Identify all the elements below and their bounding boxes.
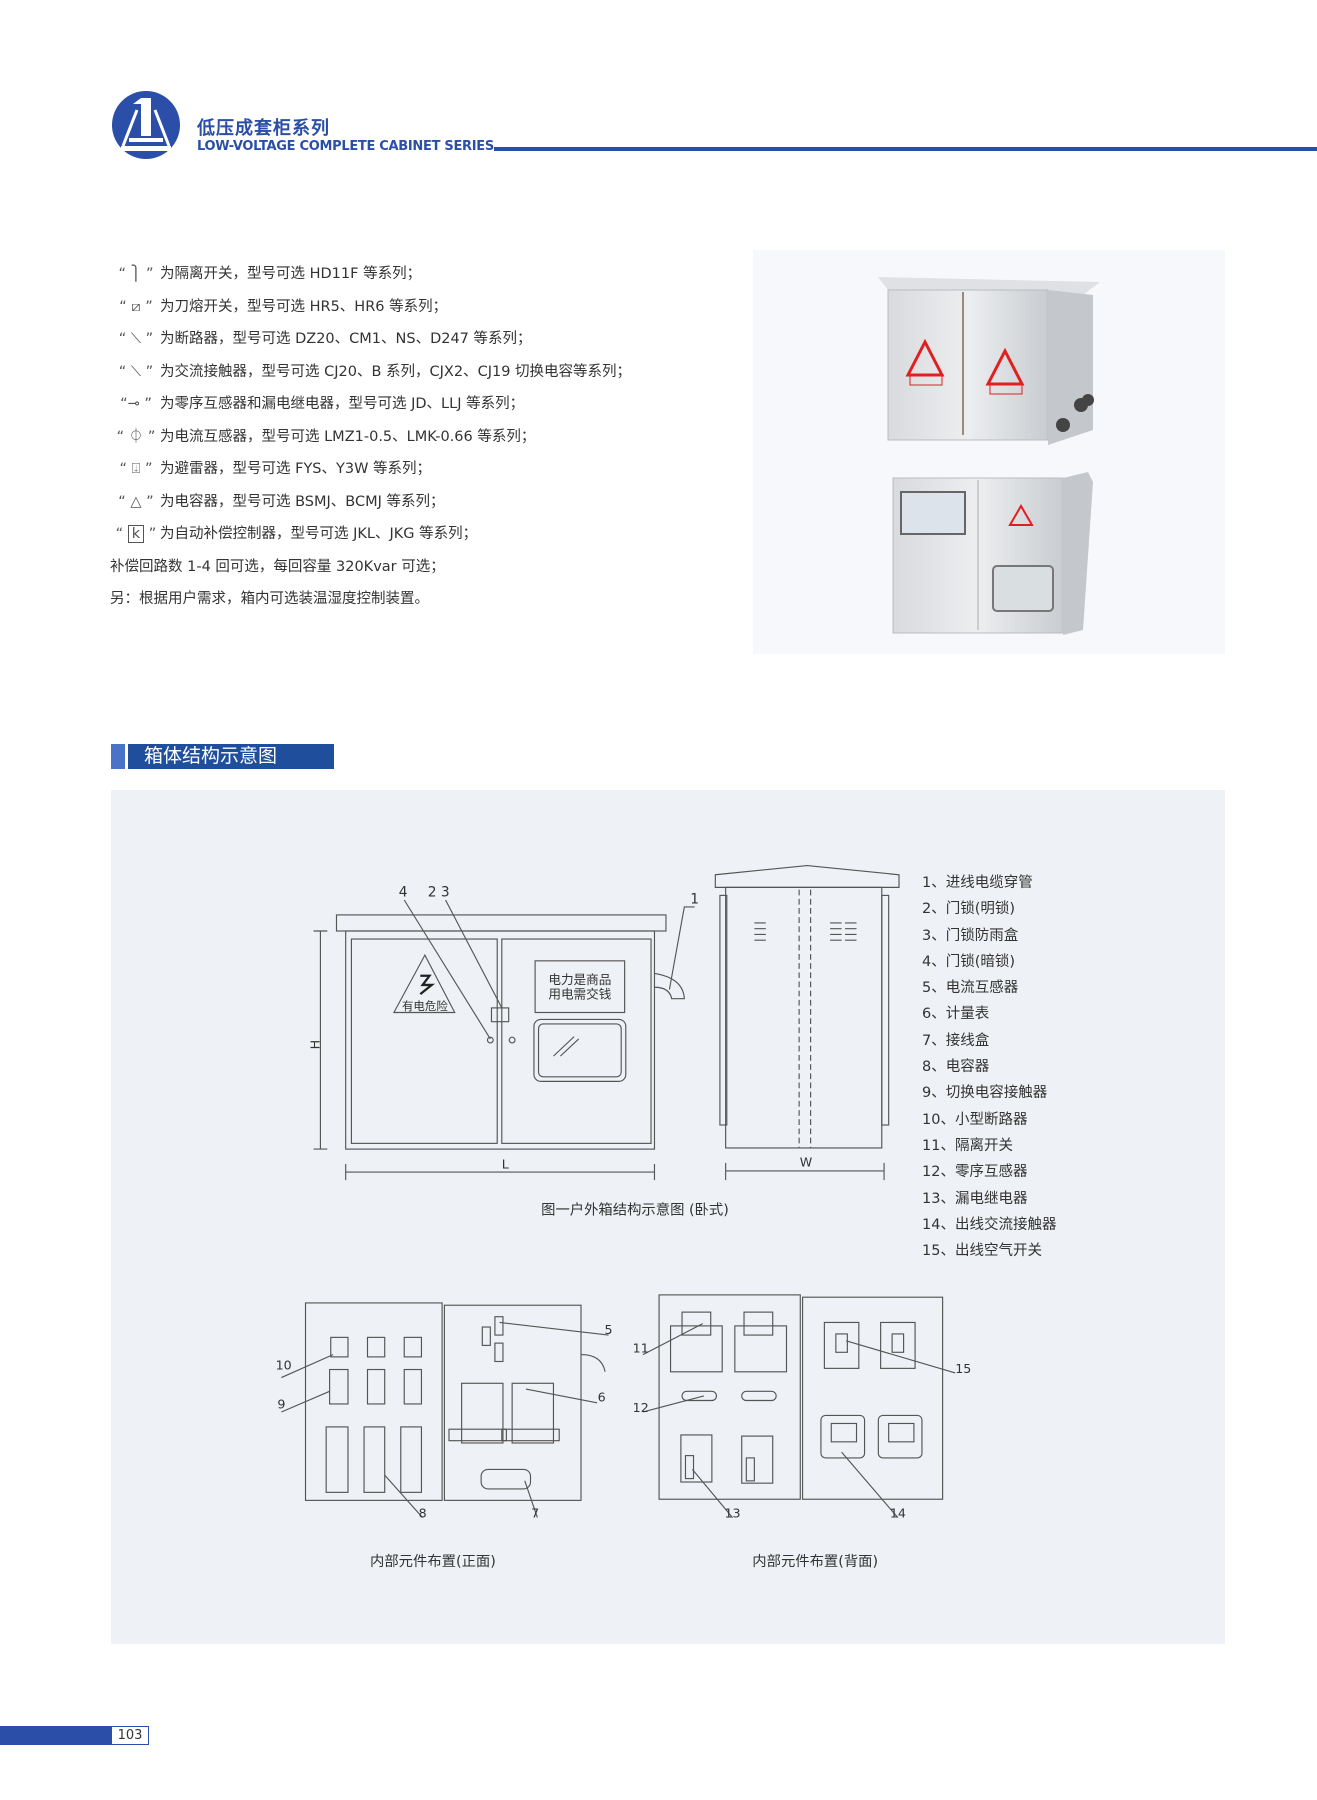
sign-line2: 用电需交钱 [548,987,611,1002]
callout-11: 11 [633,1340,649,1355]
list-item: “ △ ” 为电容器，型号可选 BSMJ、BCMJ 等系列； [112,486,631,519]
list-item: “ ⧄ ” 为刀熔开关，型号可选 HR5、HR6 等系列； [112,291,631,324]
section-heading: 箱体结构示意图 [111,744,334,769]
danger-label: 有电危险 [402,999,448,1013]
caption-front: 内部元件布置(正面) [370,1553,496,1570]
callout-12: 12 [633,1400,649,1415]
note: 另：根据用户需求，箱内可选装温湿度控制装置。 [110,591,429,607]
callout-2-3: 2 3 [428,885,450,901]
callout-1: 1 [690,891,699,907]
symbol-list: “ ⎫ ” 为隔离开关，型号可选 HD11F 等系列； “ ⧄ ” 为刀熔开关，型号… [110,258,631,616]
callout-9: 9 [277,1397,285,1412]
legend-item: 8、电容器 [922,1059,990,1076]
callout-14: 14 [890,1506,906,1521]
item-text: 为断路器，型号可选 DZ20、CM1、NS、D247 等系列； [160,331,532,347]
list-item: “ k ”为自动补偿控制器，型号可选 JKL、JKG 等系列； [112,518,631,551]
legend-item: 13、漏电继电器 [922,1190,1028,1207]
sign-line1: 电力是商品 [548,972,611,987]
isolating-switch-icon: “ ⎫ ” [118,266,154,282]
item-text: 为避雷器，型号可选 FYS、Y3W 等系列； [160,461,432,477]
header-rule [494,147,1317,151]
page-number: 103 [111,1726,149,1745]
caption-back: 内部元件布置(背面) [752,1553,878,1570]
zero-sequence-ct-icon: “⊸ ” [120,396,152,412]
legend-item: 11、隔离开关 [922,1137,1013,1154]
item-text: 为电容器，型号可选 BSMJ、BCMJ 等系列； [160,493,445,510]
footer-bar [0,1726,111,1745]
callout-15: 15 [955,1361,971,1376]
controller-label: k [127,525,145,543]
item-text: 为隔离开关，型号可选 HD11F 等系列； [160,266,422,282]
circuit-breaker-icon: “ ⟍ ” [118,331,154,347]
legend-item: 15、出线空气开关 [922,1243,1042,1260]
item-text: 为刀熔开关，型号可选 HR5、HR6 等系列； [160,298,448,315]
capacitor-icon: “ △ ” [118,493,154,510]
item-text: 为零序互感器和漏电继电器，型号可选 JD、LLJ 等系列； [160,396,525,412]
series-title-en: LOW-VOLTAGE COMPLETE CABINET SERIES [197,139,494,154]
note: 补偿回路数 1-4 回可选，每回容量 320Kvar 可选； [110,558,445,575]
callout-13: 13 [725,1506,741,1521]
item-text: 为电流互感器，型号可选 LMZ1-0.5、LMK-0.66 等系列； [160,428,536,445]
legend-item: 12、零序互感器 [922,1164,1028,1181]
caption-main: 图一户外箱结构示意图 (卧式) [541,1201,729,1219]
side-view: W [714,864,900,1181]
item-text: 为自动补偿控制器，型号可选 JKL、JKG 等系列； [160,526,478,542]
diagram-panel [111,790,1225,1644]
legend-item: 10、小型断路器 [922,1111,1028,1128]
legend-item: 7、接线盒 [922,1032,990,1049]
callout-8: 8 [419,1506,427,1521]
component-legend: 1、进线电缆穿管 2、门锁(明锁) 3、门锁防雨盒 4、门锁(暗锁) 5、电流互… [922,870,1056,1264]
controller-icon: “ k ” [115,525,157,543]
legend-item: 4、门锁(暗锁) [922,953,1016,970]
front-view: 有电危险 电力是商品 用电需交钱 4 2 3 1 H L [307,885,699,1181]
internal-back-view: 11 12 13 14 15 [633,1294,971,1521]
series-title-cn: 低压成套柜系列 [197,118,330,139]
product-photos [753,250,1225,654]
legend-item: 6、计量表 [922,1006,990,1023]
callout-4: 4 [399,885,408,901]
list-item: “ ⟍ ” 为交流接触器，型号可选 CJ20、B 系列，CJX2、CJ19 切换电… [112,356,631,389]
dimension-h: H [307,1040,322,1049]
callout-6: 6 [598,1390,606,1405]
section-title: 箱体结构示意图 [128,744,334,769]
legend-item: 3、门锁防雨盒 [922,927,1019,944]
legend-item: 5、电流互感器 [922,980,1019,997]
fuse-switch-icon: “ ⧄ ” [119,298,153,315]
legend-item: 14、出线交流接触器 [922,1216,1057,1233]
callout-10: 10 [276,1358,292,1373]
internal-front-view: 10 9 5 6 8 7 [276,1302,613,1521]
dimension-w: W [800,1154,813,1169]
current-transformer-icon: “ ⏀ ” [116,428,156,445]
callout-5: 5 [605,1322,613,1337]
list-item: “ ⍗ ” 为避雷器，型号可选 FYS、Y3W 等系列； [112,453,631,486]
heading-accent [111,744,125,769]
company-logo [112,91,180,159]
callout-7: 7 [531,1506,539,1521]
list-item: “⊸ ” 为零序互感器和漏电继电器，型号可选 JD、LLJ 等系列； [112,388,631,421]
legend-item: 1、进线电缆穿管 [922,875,1033,891]
list-item: “ ⎫ ” 为隔离开关，型号可选 HD11F 等系列； [112,258,631,291]
legend-item: 9、切换电容接触器 [922,1085,1048,1102]
surge-arrester-icon: “ ⍗ ” [119,461,153,477]
dimension-l: L [502,1157,509,1172]
list-item: “ ⟍ ” 为断路器，型号可选 DZ20、CM1、NS、D247 等系列； [112,323,631,356]
cabinet-photo-image [878,277,1100,635]
list-item: “ ⏀ ”为电流互感器，型号可选 LMZ1-0.5、LMK-0.66 等系列； [112,421,631,454]
contactor-icon: “ ⟍ ” [118,363,154,380]
legend-item: 2、门锁(明锁) [922,901,1016,918]
item-text: 为交流接触器，型号可选 CJ20、B 系列，CJX2、CJ19 切换电容等系列； [160,363,632,380]
